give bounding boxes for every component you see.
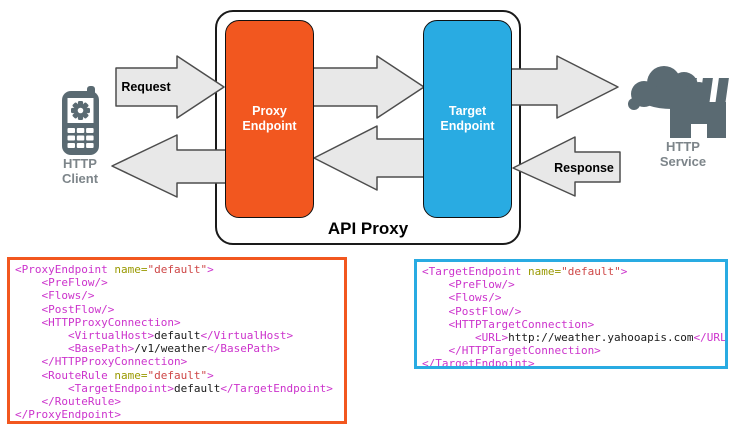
- mobile-phone-icon: [62, 86, 99, 155]
- code-line: </ProxyEndpoint>: [15, 408, 121, 422]
- code-line: <URL>http://weather.yahooapis.com</URL>: [422, 331, 727, 345]
- response-label: Response: [554, 161, 614, 175]
- code-line: <TargetEndpoint>default</TargetEndpoint>: [15, 381, 333, 395]
- code-line: <PreFlow/>: [15, 276, 108, 290]
- http-client-label: HTTP Client: [61, 156, 99, 186]
- code-line: <ProxyEndpoint name="default">: [15, 263, 214, 276]
- code-line: <HTTPProxyConnection>: [15, 315, 181, 329]
- proxy-endpoint-label: Proxy Endpoint: [242, 104, 297, 133]
- proxy-to-client-arrow: [111, 134, 236, 198]
- flow-arrows: [111, 55, 621, 198]
- code-line: <VirtualHost>default</VirtualHost>: [15, 329, 294, 343]
- request-label: Request: [121, 80, 171, 94]
- request-arrow: [115, 55, 225, 119]
- code-line: <RouteRule name="default">: [15, 368, 214, 382]
- code-line: <PostFlow/>: [422, 304, 522, 318]
- code-line: </HTTPTargetConnection>: [422, 344, 601, 358]
- target-endpoint-xml-code: <TargetEndpoint name="default"> <PreFlow…: [414, 259, 728, 369]
- response-arrow: [512, 136, 621, 197]
- code-line: <Flows/>: [422, 291, 502, 305]
- code-line: </HTTPProxyConnection>: [15, 355, 188, 369]
- proxy-endpoint-box: Proxy Endpoint: [225, 20, 314, 218]
- http-service-label: HTTP Service: [659, 139, 707, 169]
- proxy-endpoint-xml-code: <ProxyEndpoint name="default"> <PreFlow/…: [7, 257, 347, 424]
- code-line: <Flows/>: [15, 289, 95, 303]
- api-proxy-title: API Proxy: [327, 219, 409, 238]
- code-line: </RouteRule>: [15, 395, 121, 409]
- code-line: <BasePath>/v1/weather</BasePath>: [15, 342, 280, 356]
- code-line: <PreFlow/>: [422, 278, 515, 292]
- proxy-to-target-arrow: [309, 55, 425, 119]
- target-to-service-arrow: [509, 55, 619, 119]
- target-endpoint-label: Target Endpoint: [440, 104, 495, 133]
- target-endpoint-box: Target Endpoint: [423, 20, 512, 218]
- code-line: <PostFlow/>: [15, 302, 115, 316]
- code-line: </TargetEndpoint>: [422, 357, 535, 369]
- cloud-factory-icon: [628, 66, 729, 138]
- code-line: <HTTPTargetConnection>: [422, 317, 595, 331]
- target-to-proxy-arrow: [313, 125, 426, 191]
- code-line: <TargetEndpoint name="default">: [422, 265, 628, 278]
